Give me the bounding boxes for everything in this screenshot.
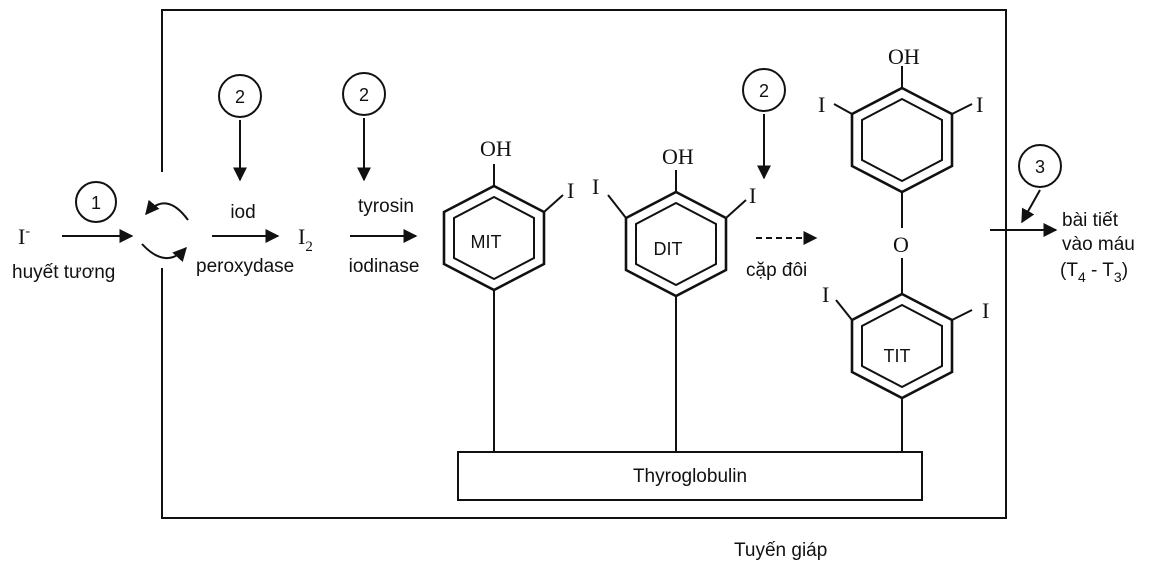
svg-text:I: I: [982, 298, 989, 323]
svg-text:I: I: [818, 92, 825, 117]
step-2c-number: 2: [759, 81, 769, 101]
step-2a-circle: [218, 74, 262, 118]
gland-frame: [161, 9, 1007, 519]
thyroglobulin-bar: [457, 451, 923, 501]
step-3-arrow: [1021, 189, 1041, 224]
reaction1-above: iod: [230, 202, 255, 223]
coupling-label: cặp đôi: [746, 260, 807, 281]
svg-text:I: I: [749, 183, 756, 208]
reaction1-below: peroxydase: [196, 256, 294, 277]
transporter-cycle-top: [145, 199, 189, 221]
gland-label: Tuyến giáp: [734, 540, 827, 561]
step-3-circle: [1018, 144, 1062, 188]
step-2b-circle: [342, 72, 386, 116]
step-2b-number: 2: [359, 85, 369, 105]
iodine-product: I2: [298, 224, 313, 255]
dit-label: DIT: [654, 239, 683, 259]
step-3-number: 3: [1035, 157, 1045, 177]
transporter-cycle-bottom: [141, 243, 187, 263]
svg-text:I: I: [976, 92, 983, 117]
thyroglobulin-label: Thyroglobulin: [633, 466, 747, 487]
reaction2-above: tyrosin: [358, 196, 414, 217]
tit-molecule: OH I I O I I TIT: [818, 44, 989, 400]
tit-label: TIT: [884, 346, 911, 366]
step-1-circle: [75, 181, 117, 223]
dit-molecule: OH I I DIT: [592, 144, 756, 298]
step-2c-circle: [742, 68, 786, 112]
secretion-line1: bài tiết: [1062, 210, 1119, 231]
svg-text:O: O: [893, 232, 909, 257]
plasma-label: huyết tương: [12, 262, 115, 283]
svg-text:OH: OH: [662, 144, 694, 169]
iodide-symbol: I-: [18, 224, 30, 249]
svg-text:I: I: [592, 174, 599, 199]
step-2a-number: 2: [235, 87, 245, 107]
mit-label: MIT: [471, 232, 502, 252]
svg-text:I: I: [822, 282, 829, 307]
svg-text:I: I: [567, 178, 574, 203]
svg-text:OH: OH: [888, 44, 920, 69]
svg-text:OH: OH: [480, 136, 512, 161]
secretion-line2: vào máu: [1062, 234, 1135, 255]
reaction2-below: iodinase: [349, 256, 420, 277]
step-1-number: 1: [91, 193, 101, 213]
mit-molecule: OH I MIT: [442, 136, 574, 292]
secretion-line3: (T4 - T3): [1060, 260, 1128, 285]
